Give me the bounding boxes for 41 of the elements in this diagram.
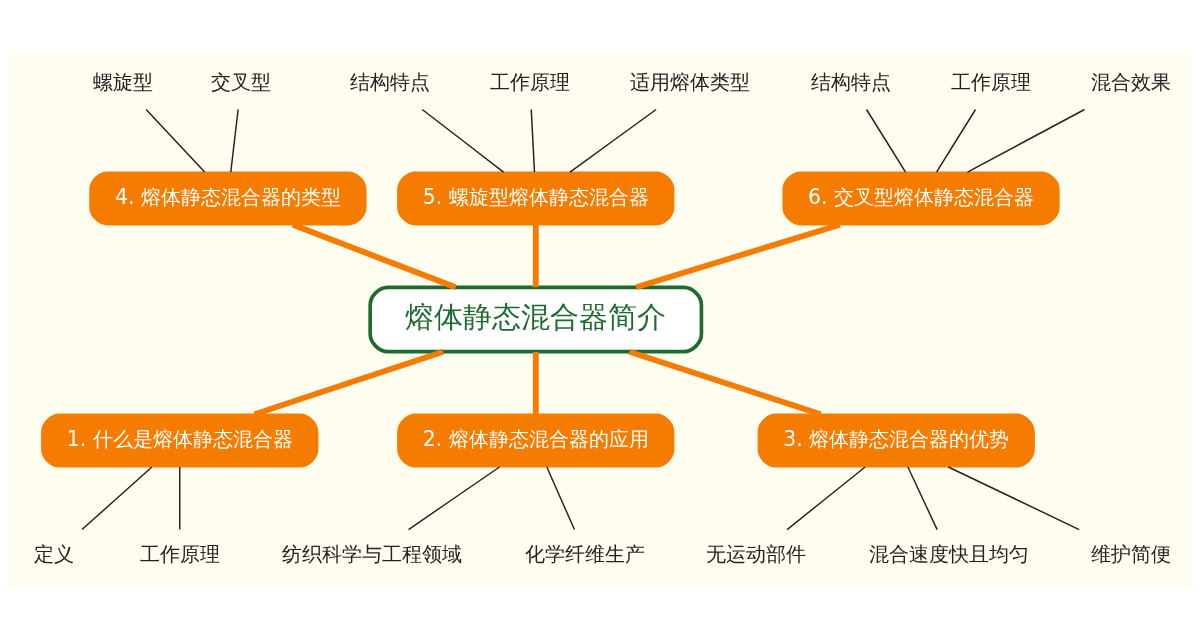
node-text: 维护简便 (1091, 541, 1172, 566)
connector (407, 465, 501, 530)
node-box: 2. 熔体静态混合器的应用 (397, 413, 675, 468)
connector (530, 108, 536, 173)
node-box: 6. 交叉型熔体静态混合器 (782, 170, 1060, 225)
node-box: 5. 螺旋型熔体静态混合器 (397, 170, 675, 225)
node-text: 工作原理 (489, 69, 570, 93)
connector (145, 108, 206, 173)
node-text: 混合速度快且均匀 (868, 541, 1029, 566)
node-box: 1. 什么是熔体静态混合器 (41, 413, 319, 468)
node-text: 化学纤维生产 (525, 541, 646, 566)
node-text: 无运动部件 (706, 541, 807, 566)
connector (569, 108, 657, 173)
connector (907, 465, 938, 530)
node-box: 4. 熔体静态混合器的类型 (89, 170, 367, 225)
connector (179, 465, 181, 530)
node-box: 熔体静态混合器简介 (368, 285, 704, 353)
node-text: 结构特点 (810, 69, 891, 93)
node-text: 交叉型 (211, 69, 272, 93)
connector (230, 108, 239, 173)
node-text: 工作原理 (139, 541, 220, 566)
connector (947, 465, 1080, 530)
connector (786, 465, 866, 530)
node-text: 定义 (34, 541, 75, 566)
node-text: 适用熔体类型 (630, 69, 751, 93)
node-text: 混合效果 (1091, 69, 1172, 93)
connector (966, 108, 1086, 173)
connector (546, 465, 576, 530)
node-text: 工作原理 (951, 69, 1032, 93)
connector (865, 108, 907, 173)
connector (628, 348, 822, 417)
node-box: 3. 熔体静态混合器的优势 (757, 413, 1035, 468)
connector (253, 348, 445, 417)
connector (421, 108, 505, 173)
node-text: 螺旋型 (92, 69, 153, 93)
node-text: 结构特点 (349, 69, 430, 93)
node-text: 纺织科学与工程领域 (282, 541, 463, 566)
connector (532, 224, 539, 287)
connector (532, 351, 539, 414)
connector (935, 108, 977, 173)
connector (81, 465, 153, 530)
